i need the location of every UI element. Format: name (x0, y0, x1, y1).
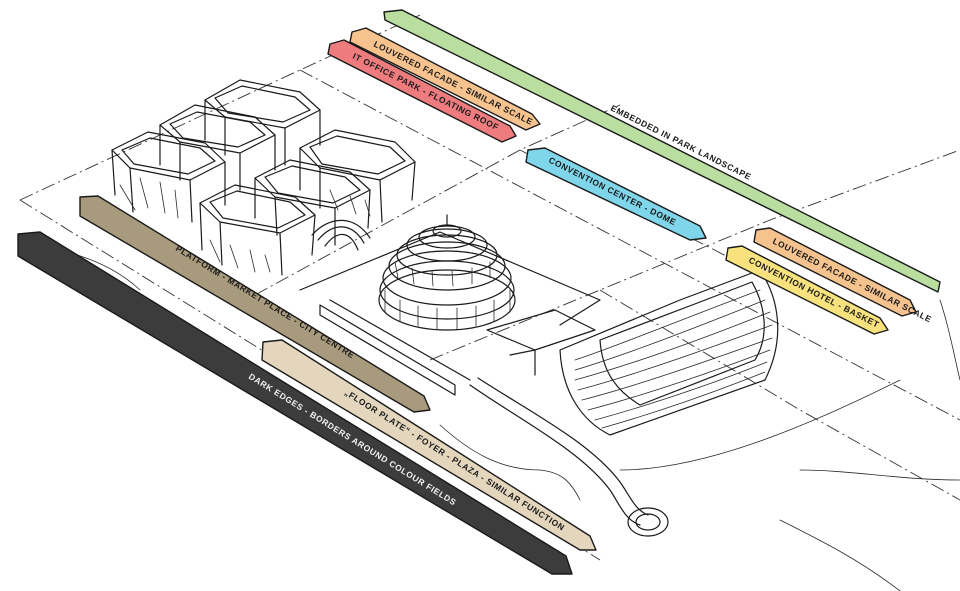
band-dark-edges-shape (17, 231, 573, 575)
band-convention-center-label: CONVENTION CENTER - DOME (547, 155, 678, 227)
it-office-buildings (111, 79, 416, 276)
band-floor-plate: „FLOOR PLATE“ - FOYER - PLAZA - SIMILAR … (261, 339, 597, 551)
band-floor-plate-shape (261, 339, 597, 551)
band-it-office-shape (327, 39, 517, 143)
band-embedded-park-shape (383, 9, 941, 293)
band-platform-shape (79, 195, 431, 413)
walkway (469, 309, 669, 537)
band-embedded-park: EMBEDDED IN PARK LANDSCAPE (383, 9, 941, 293)
band-embedded-park-label: EMBEDDED IN PARK LANDSCAPE (609, 103, 753, 182)
band-convention-hotel-shape (725, 245, 889, 335)
colour-bands: EMBEDDED IN PARK LANDSCAPE LOUVERED FACA… (17, 9, 941, 575)
band-louvered-right-shape (753, 227, 917, 317)
band-dark-edges: DARK EDGES - BORDERS AROUND COLOUR FIELD… (17, 231, 573, 575)
band-convention-center-shape (525, 147, 707, 241)
convention-hotel (559, 269, 779, 436)
convention-dome (378, 214, 516, 331)
platform-outline (299, 231, 601, 396)
band-louvered-top-shape (349, 27, 541, 131)
